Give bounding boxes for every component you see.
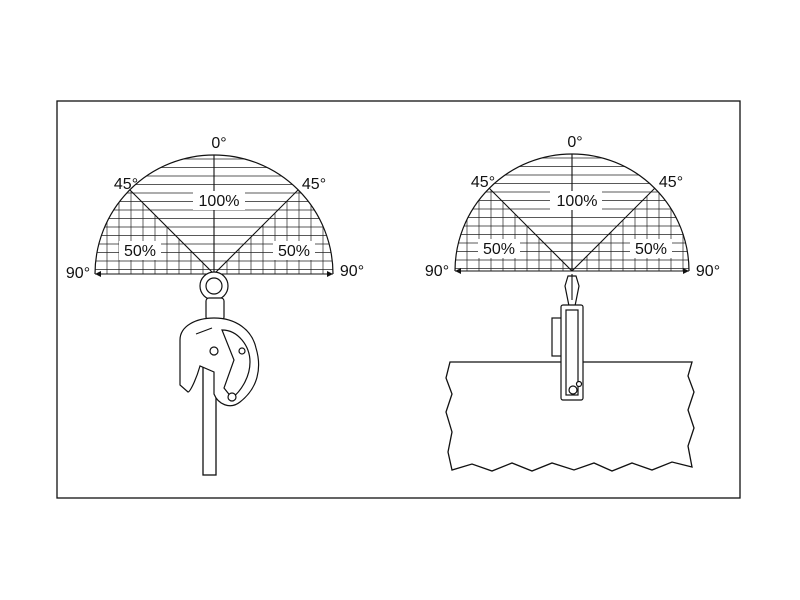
right-label-0: 0° bbox=[567, 134, 582, 151]
right-label-45-right: 45° bbox=[659, 174, 683, 191]
left-arrow-icon bbox=[95, 271, 101, 277]
horizontal-plate bbox=[445, 361, 695, 472]
left-label-90-right: 90° bbox=[340, 263, 364, 280]
right-45-ray bbox=[488, 187, 573, 272]
right-label-50-left: 50% bbox=[483, 241, 515, 258]
left-label-45-right: 45° bbox=[302, 176, 326, 193]
horizontal-plate-with-clamp bbox=[445, 274, 695, 472]
left-load-angle-chart: 0° 45° 45° 100% 50% 50% 90° 90° bbox=[66, 135, 364, 282]
left-label-50-right: 50% bbox=[278, 243, 310, 260]
diagram-frame bbox=[56, 100, 741, 499]
right-right-45-ray bbox=[571, 187, 656, 272]
left-label-0: 0° bbox=[211, 135, 226, 152]
left-label-100: 100% bbox=[199, 193, 240, 210]
right-arrow-icon bbox=[327, 271, 333, 277]
right-label-90-right: 90° bbox=[696, 263, 720, 280]
left-right-45-ray bbox=[213, 189, 299, 275]
left-label-90-left: 90° bbox=[66, 265, 90, 282]
right-load-angle-chart: 0° 45° 45° 100% 50% 50% 90° 90° bbox=[425, 134, 720, 280]
right-arrow-icon bbox=[683, 268, 689, 274]
left-label-45-left: 45° bbox=[114, 176, 138, 193]
right-label-90-left: 90° bbox=[425, 263, 449, 280]
right-label-50-right: 50% bbox=[635, 241, 667, 258]
right-label-100: 100% bbox=[557, 193, 598, 210]
left-arrow-icon bbox=[455, 268, 461, 274]
vertical-lifting-clamp bbox=[179, 271, 260, 476]
left-45-ray bbox=[129, 189, 215, 275]
right-label-45-left: 45° bbox=[471, 174, 495, 191]
left-label-50-left: 50% bbox=[124, 243, 156, 260]
